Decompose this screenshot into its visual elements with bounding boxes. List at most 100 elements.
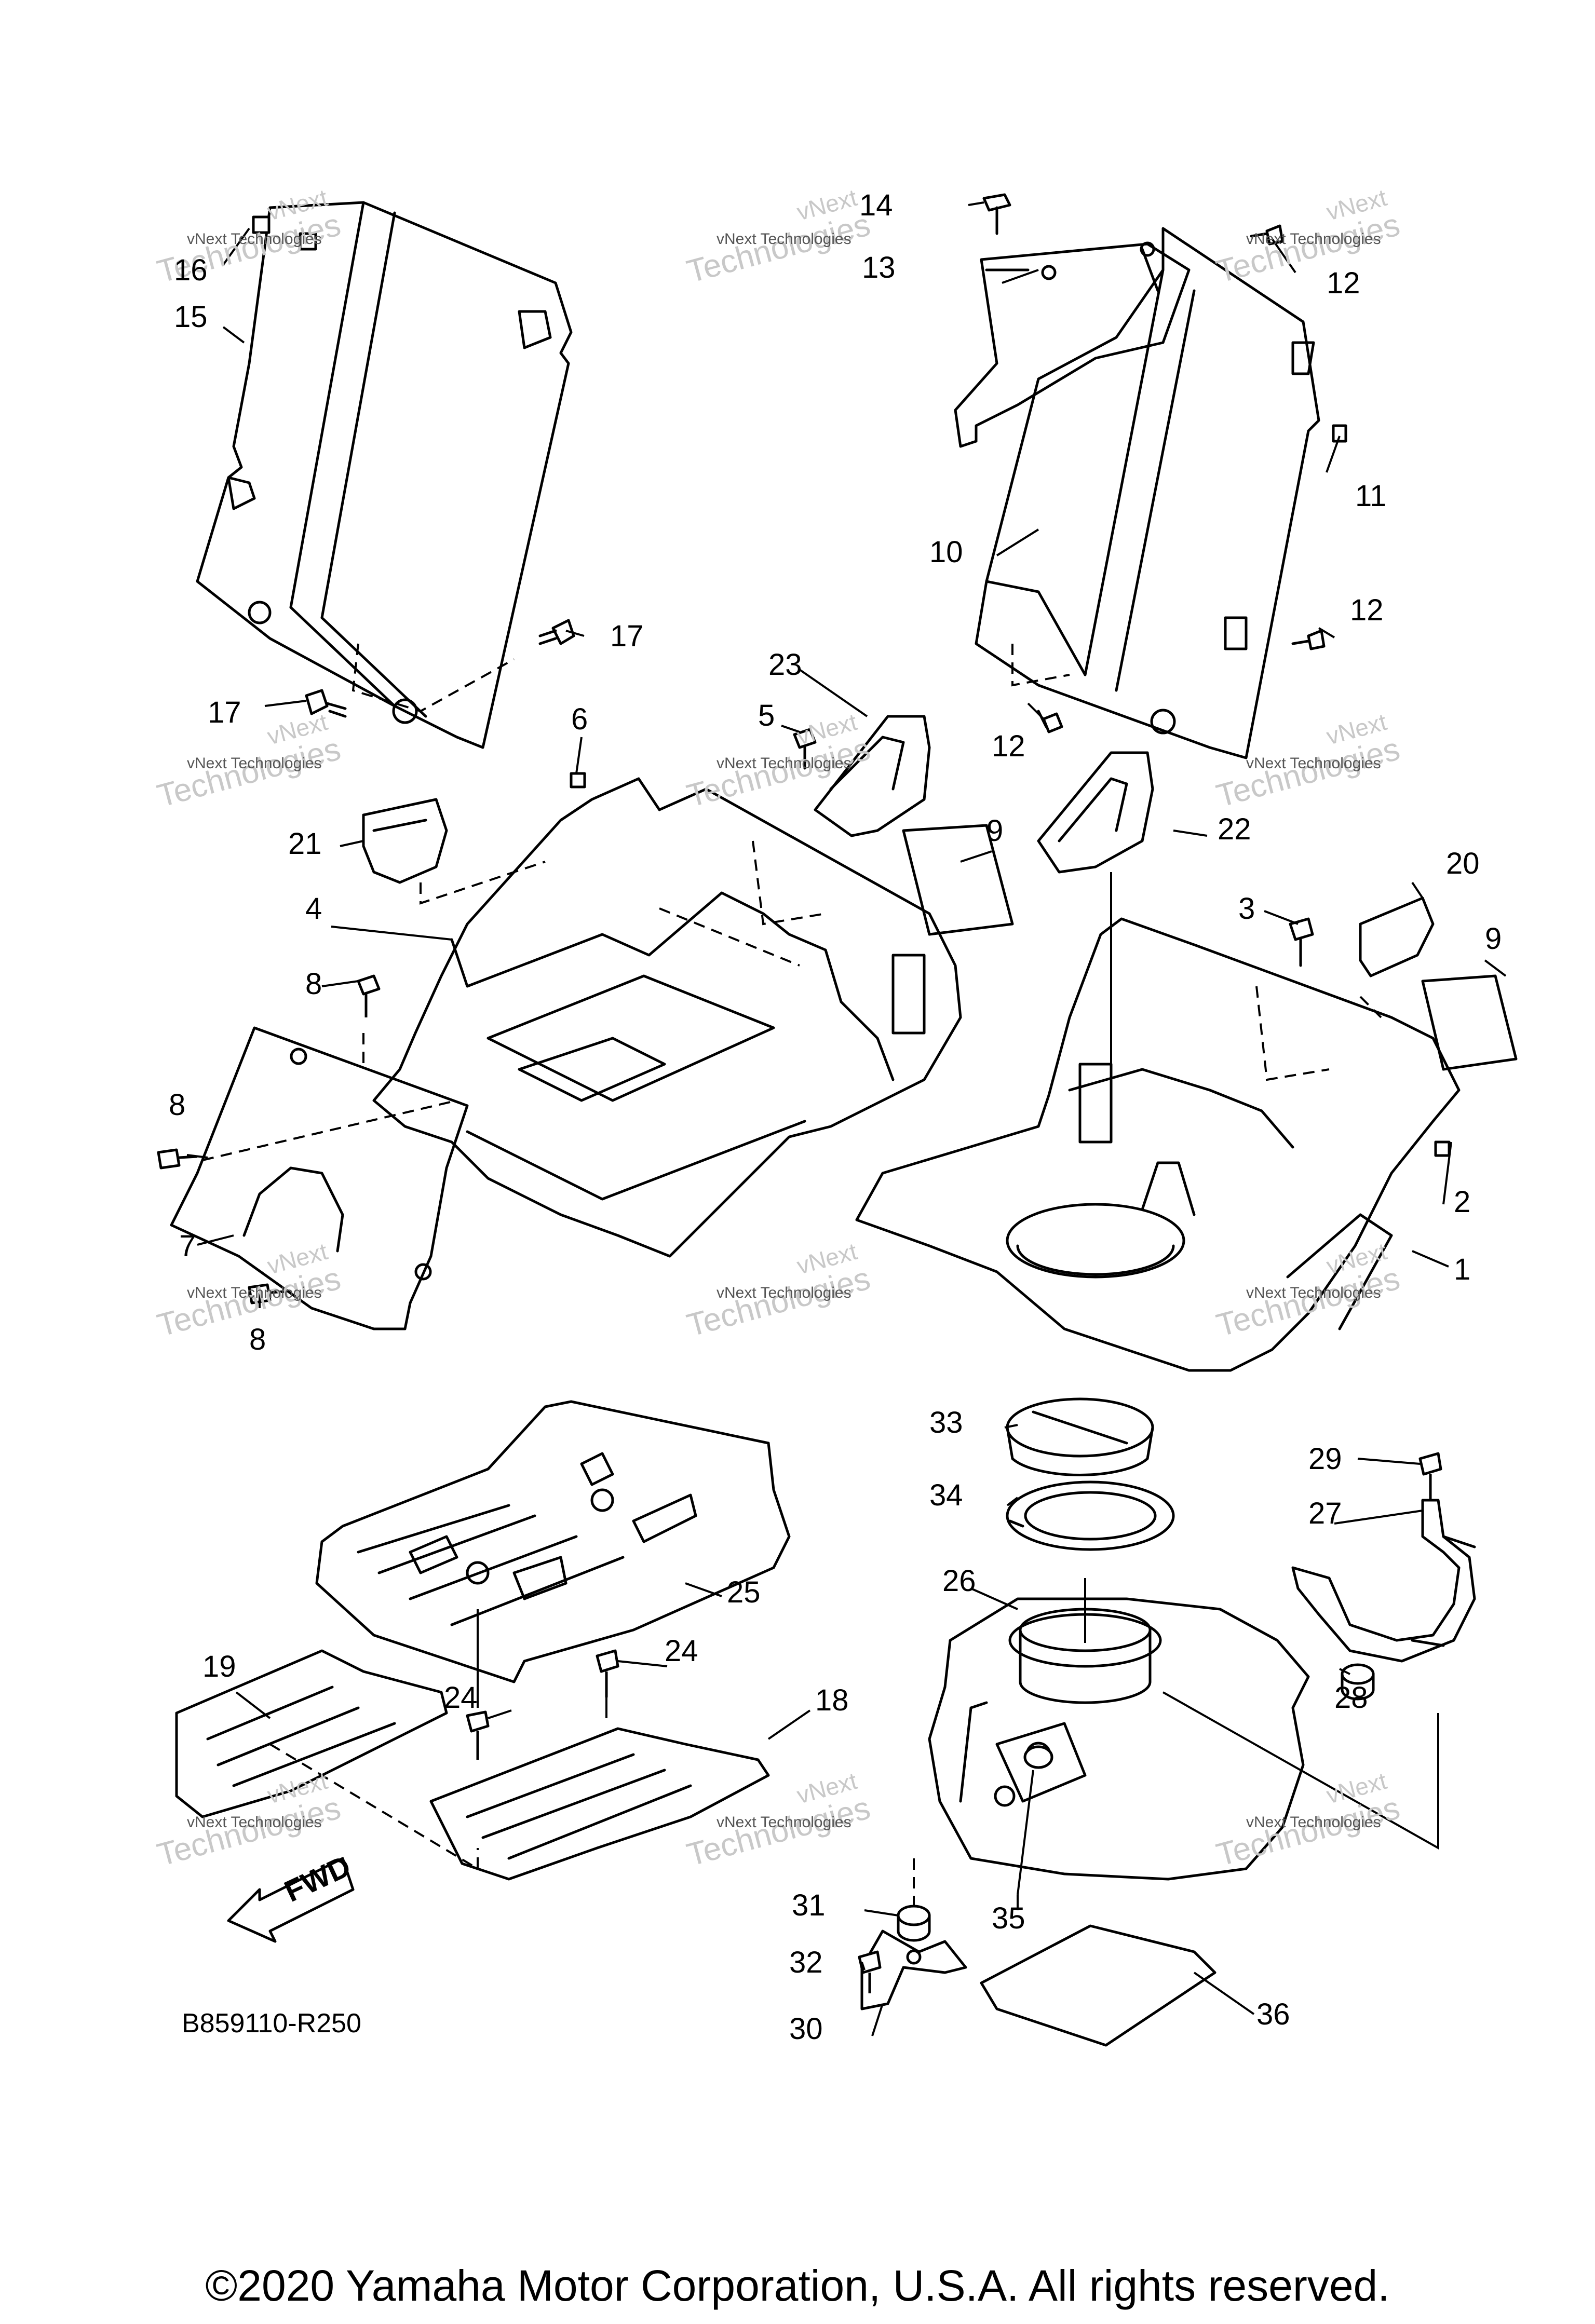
part-2-nut: [1434, 1140, 1451, 1157]
callout-18: 18: [815, 1683, 849, 1717]
part-28-grommet: [1341, 1663, 1375, 1701]
part-34-gasket: [1006, 1480, 1175, 1551]
part-1-floor-right: [855, 917, 1461, 1372]
watermark-line1: vNext Technologies: [717, 1814, 851, 1831]
callout-2: 2: [1454, 1185, 1470, 1219]
callout-32: 32: [789, 1946, 823, 1979]
watermark-line3: Technologies: [1213, 1260, 1403, 1343]
part-31-grommet: [897, 1858, 931, 1942]
leader-lines: [186, 201, 1507, 2036]
watermark-line1: vNext Technologies: [187, 230, 322, 248]
watermark-line1: vNext Technologies: [717, 755, 851, 772]
watermark-line1: vNext Technologies: [1246, 1284, 1381, 1301]
callout-10: 10: [929, 535, 963, 569]
part-33-cap: [1006, 1397, 1154, 1476]
callout-17: 17: [610, 619, 644, 653]
part-25-skid-plate: [315, 1400, 791, 1683]
part-16-clip: [252, 215, 317, 251]
part-24-bolts: [466, 1609, 619, 1760]
watermark-line3: Technologies: [1213, 1790, 1403, 1873]
callout-7: 7: [179, 1229, 196, 1263]
callout-23: 23: [768, 648, 802, 682]
part-30-bracket: [860, 1929, 967, 2010]
callout-3: 3: [1238, 892, 1255, 926]
callout-26: 26: [942, 1564, 976, 1598]
callout-17: 17: [208, 696, 241, 729]
callout-31: 31: [792, 1888, 826, 1922]
part-20-bracket: [1359, 896, 1435, 1018]
callout-28: 28: [1334, 1681, 1368, 1715]
watermark-line3: Technologies: [683, 1790, 874, 1873]
watermark-line3: Technologies: [154, 731, 344, 814]
part-5-bolt: [793, 728, 817, 770]
callout-33: 33: [929, 1406, 963, 1439]
part-4-floor-left: [372, 777, 962, 1258]
part-8-fasteners: [157, 974, 381, 1304]
fwd-arrow: FWD: [227, 1849, 356, 1943]
watermark-line1: vNext Technologies: [1246, 755, 1381, 772]
part-18-skid-plate: [429, 1727, 770, 1881]
part-21-bracket: [362, 798, 546, 905]
watermark-line1: vNext Technologies: [187, 1814, 322, 1831]
callout-24: 24: [444, 1681, 478, 1715]
callout-8: 8: [249, 1323, 266, 1356]
callout-36: 36: [1256, 1997, 1290, 2031]
callout-5: 5: [758, 699, 775, 732]
callout-6: 6: [571, 702, 588, 736]
copyright-notice: ©2020 Yamaha Motor Corporation, U.S.A. A…: [205, 2261, 1390, 2310]
callout-30: 30: [789, 2012, 823, 2046]
callout-15: 15: [174, 300, 208, 334]
watermark-line1: vNext Technologies: [1246, 1814, 1381, 1831]
callout-4: 4: [305, 892, 322, 926]
callout-35: 35: [992, 1901, 1025, 1935]
part-23-handle: [814, 715, 931, 837]
part-9-patches: [902, 824, 1518, 1071]
part-36-pad: [980, 1924, 1216, 2047]
part-3-bolt: [1289, 917, 1314, 967]
callout-12: 12: [1327, 266, 1360, 300]
callout-12: 12: [1350, 593, 1384, 627]
part-13-duct: [954, 241, 1191, 448]
callout-29: 29: [1308, 1442, 1342, 1476]
callout-13: 13: [862, 251, 896, 284]
callout-9: 9: [986, 814, 1003, 848]
part-22-handle: [1037, 751, 1154, 1069]
watermark-line3: Technologies: [1213, 207, 1403, 290]
part-32-bolt: [858, 1950, 882, 1993]
watermark-line3: Technologies: [1213, 731, 1403, 814]
watermark-line1: vNext Technologies: [187, 1284, 322, 1301]
callout-34: 34: [929, 1478, 963, 1512]
watermark-line3: Technologies: [683, 207, 874, 290]
watermark-line3: Technologies: [683, 731, 874, 814]
callout-22: 22: [1218, 812, 1251, 846]
callout-20: 20: [1446, 847, 1480, 880]
callout-25: 25: [727, 1575, 761, 1609]
watermark-line1: vNext Technologies: [717, 1284, 851, 1301]
part-26-tank: [928, 1578, 1439, 1881]
callout-8: 8: [169, 1088, 185, 1122]
watermark-line1: vNext Technologies: [1246, 230, 1381, 248]
part-callouts: 1234567888991011121212131415161717181920…: [169, 188, 1502, 2046]
part-10-right-panel: [975, 227, 1320, 759]
callout-8: 8: [305, 967, 322, 1001]
diagram-code: B859110-R250: [182, 2008, 361, 2038]
callout-11: 11: [1355, 479, 1386, 513]
watermark-line1: vNext Technologies: [187, 755, 322, 772]
part-14-bolt: [982, 193, 1011, 235]
part-19-skid-plate: [175, 1649, 479, 1870]
callout-12: 12: [992, 729, 1025, 763]
callout-9: 9: [1485, 922, 1502, 956]
part-17-grommets: [305, 619, 575, 718]
part-12-screws: [1037, 224, 1326, 733]
callout-1: 1: [1454, 1253, 1470, 1286]
